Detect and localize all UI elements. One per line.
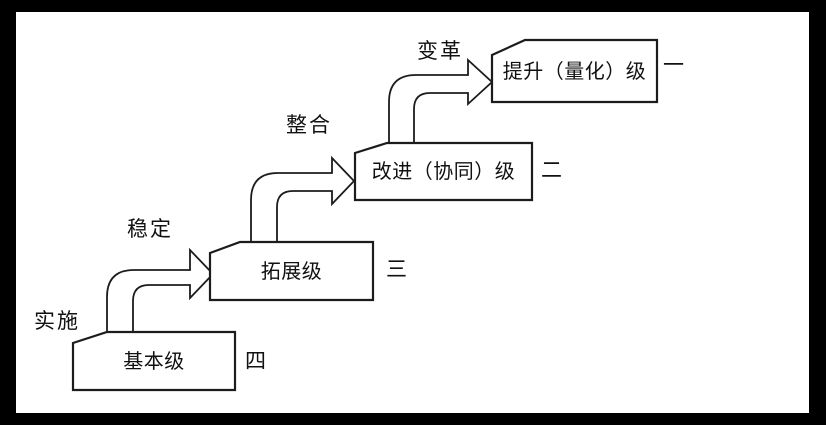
rank-1-label: 一 xyxy=(663,53,684,77)
level-box-basic-outline xyxy=(71,330,237,392)
level-2-label: 改进（协同）级 xyxy=(371,161,516,183)
level-4-label: 基本级 xyxy=(123,350,185,373)
level-3-label: 拓展级 xyxy=(260,260,323,283)
arrow-collaborative-to-quantified xyxy=(388,57,494,143)
rank-3-label: 三 xyxy=(386,257,407,281)
stage-label-change: 变革 xyxy=(417,39,463,63)
level-box-collaborative-outline xyxy=(353,141,534,202)
stage-label-stability: 稳定 xyxy=(127,217,173,241)
rank-4-label: 四 xyxy=(245,349,266,373)
arrow-expanded-to-collaborative xyxy=(250,155,356,242)
stage-label-implementation: 实施 xyxy=(34,309,80,333)
level-box-expanded-outline xyxy=(208,240,375,302)
stage-label-integration: 整合 xyxy=(286,113,332,137)
arrow-basic-to-expanded xyxy=(106,247,215,332)
rank-2-label: 二 xyxy=(541,158,562,182)
level-box-quantified-outline xyxy=(490,38,659,104)
level-1-label: 提升（量化）级 xyxy=(502,61,647,83)
